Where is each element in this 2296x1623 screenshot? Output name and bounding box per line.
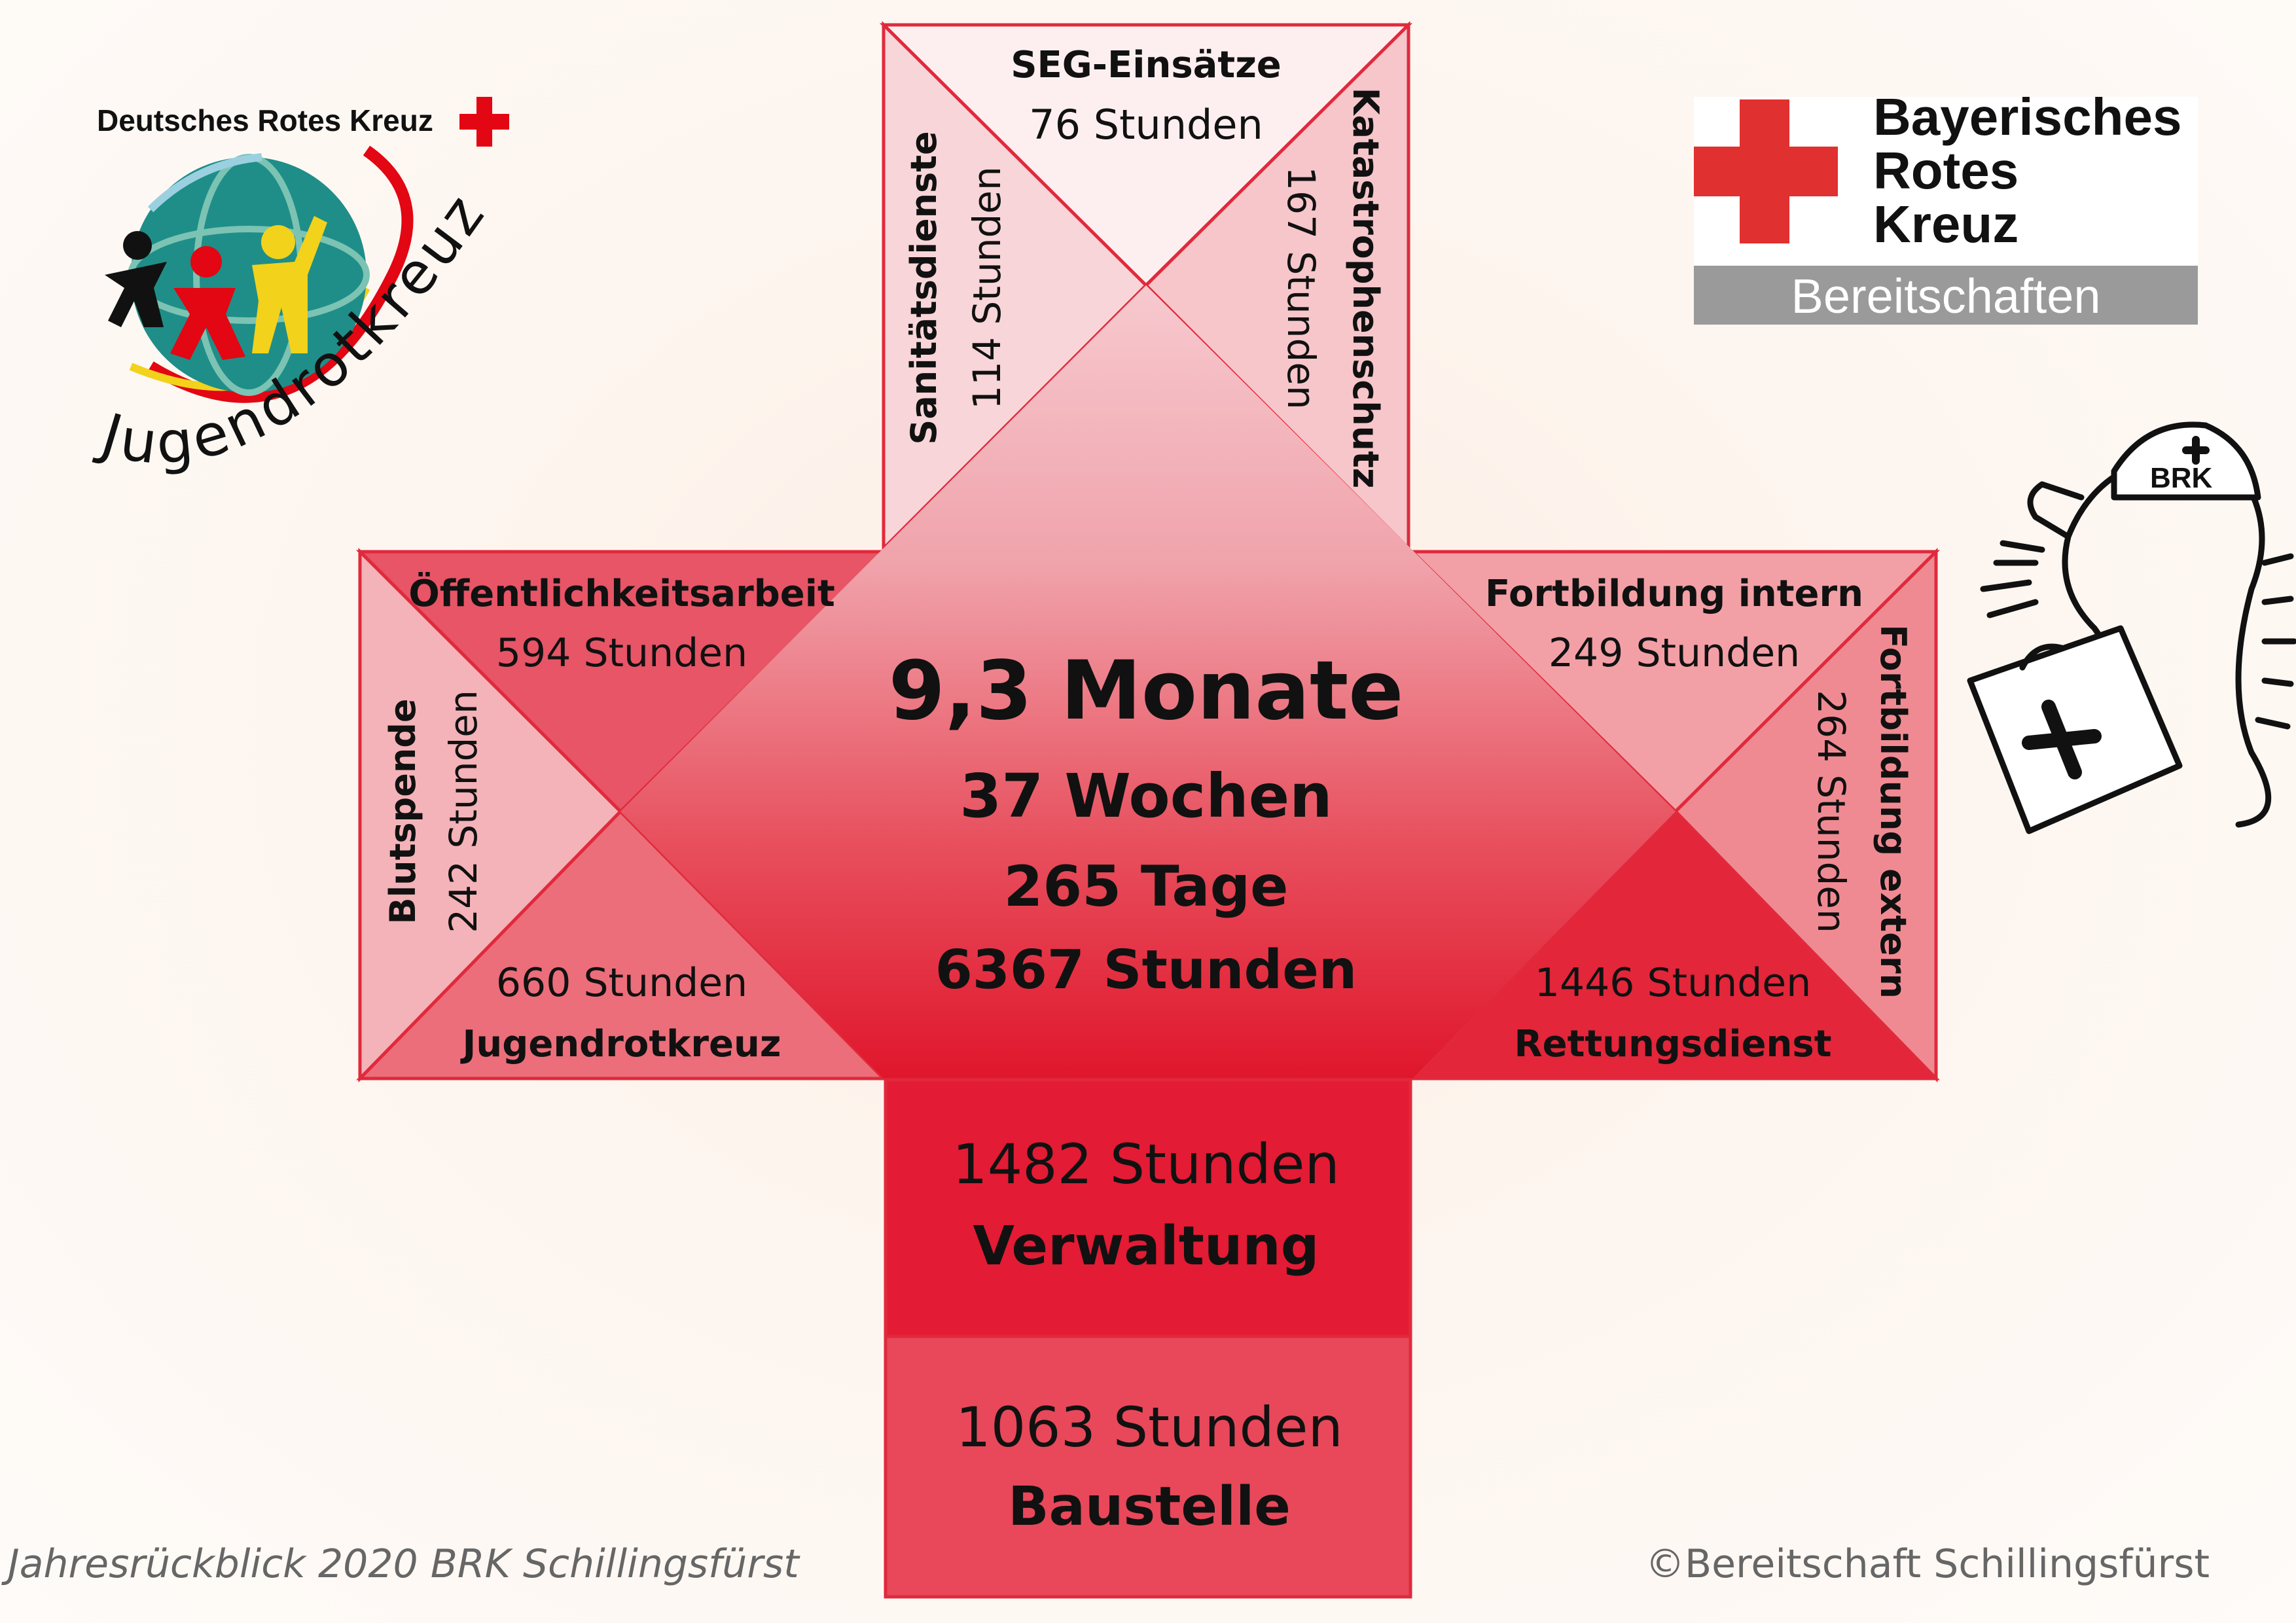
verwaltung-box <box>884 1078 1412 1338</box>
brk-line3: Kreuz <box>1873 195 2018 253</box>
brk-line1: Bayerisches <box>1873 88 2181 146</box>
jrk-title: Jugendrotkreuz <box>460 1023 781 1065</box>
katastrophe-title: Katastrophenschutz <box>1345 88 1386 489</box>
baustelle-title: Baustelle <box>1008 1476 1291 1538</box>
blutspende-title: Blutspende <box>382 698 423 924</box>
fb-extern-hours: 264 Stunden <box>1809 690 1854 933</box>
center-weeks: 37 Wochen <box>960 761 1332 831</box>
brk-line2: Rotes <box>1873 141 2018 200</box>
rettung-title: Rettungsdienst <box>1514 1023 1831 1065</box>
footer-right: ©Bereitschaft Schillingsfürst <box>1645 1541 2210 1587</box>
fb-intern-hours: 249 Stunden <box>1549 630 1800 676</box>
rettung-hours: 1446 Stunden <box>1535 960 1811 1006</box>
top-arm <box>879 20 1413 553</box>
oeffentlich-hours: 594 Stunden <box>496 630 747 676</box>
center-days: 265 Tage <box>1004 854 1289 919</box>
footer-left: Jahresrückblick 2020 BRK Schillingsfürst <box>1 1541 800 1587</box>
sanitaet-title: Sanitätsdienste <box>903 131 944 444</box>
fb-intern-title: Fortbildung intern <box>1485 573 1863 615</box>
baustelle-hours: 1063 Stunden <box>956 1395 1342 1459</box>
people-icon <box>105 216 327 360</box>
katastrophe-hours: 167 Stunden <box>1279 166 1323 409</box>
baustelle-box <box>884 1334 1412 1599</box>
center-months: 9,3 Monate <box>889 644 1404 738</box>
center-hours: 6367 Stunden <box>935 939 1357 1001</box>
brk-logo: Bayerisches Rotes Kreuz Bereitschaften <box>1694 88 2198 325</box>
jrk-hours: 660 Stunden <box>496 960 747 1006</box>
brk-bar-text: Bereitschaften <box>1791 269 2100 323</box>
left-arm <box>355 547 888 1083</box>
blutspende-hours: 242 Stunden <box>441 690 486 933</box>
sanitaet-hours: 114 Stunden <box>965 166 1009 409</box>
brk-bar <box>1694 266 2198 325</box>
seg-title: SEG-Einsätze <box>1011 44 1282 86</box>
red-cross-icon <box>459 97 509 147</box>
mascot-helmet-text: BRK <box>2150 462 2213 494</box>
jugendrotkreuz-logo: Deutsches Rotes Kreuz Jugendrotkreuz <box>91 97 509 477</box>
seg-hours: 76 Stunden <box>1029 101 1263 149</box>
oeffentlich-title: Öffentlichkeitsarbeit <box>408 573 835 615</box>
verwaltung-title: Verwaltung <box>973 1215 1319 1277</box>
verwaltung-hours: 1482 Stunden <box>952 1132 1339 1196</box>
red-cross-icon <box>1694 99 1838 243</box>
hedgehog-mascot-icon: BRK <box>1967 421 2296 834</box>
fb-extern-title: Fortbildung extern <box>1873 624 1914 999</box>
drk-logo-text: Deutsches Rotes Kreuz <box>97 103 433 137</box>
center-shape <box>620 285 1676 1079</box>
